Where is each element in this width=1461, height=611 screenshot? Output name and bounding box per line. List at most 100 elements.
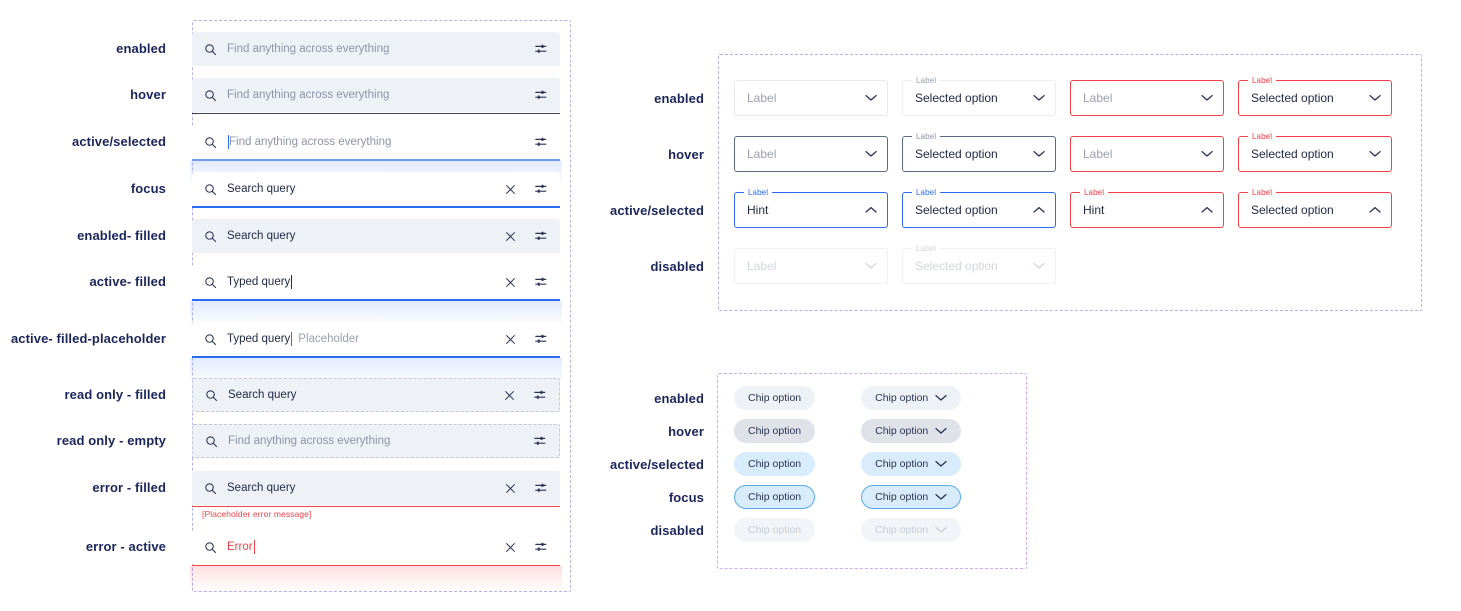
chip-cell-group: Chip option Chip option <box>720 419 962 443</box>
chip-option[interactable]: Chip option <box>734 419 816 443</box>
close-icon[interactable] <box>504 390 515 401</box>
close-icon[interactable] <box>505 184 516 195</box>
close-icon[interactable] <box>505 231 516 242</box>
chip-option-dropdown[interactable]: Chip option <box>861 485 962 509</box>
chip-option[interactable]: Chip option <box>734 452 816 476</box>
search-input[interactable]: Find anything across everything <box>192 78 560 112</box>
chip-option: Chip option <box>734 518 816 542</box>
chevron-up-icon[interactable] <box>865 206 877 214</box>
chevron-up-icon[interactable] <box>1201 206 1213 214</box>
tune-icon[interactable] <box>534 332 548 346</box>
chevron-down-icon[interactable] <box>1033 262 1045 270</box>
search-text: Find anything across everything <box>227 135 516 149</box>
error-message: [Placeholder error message] <box>202 509 312 519</box>
dropdown-label-notch: Label <box>912 187 941 198</box>
search-value-text: Error <box>227 541 253 553</box>
search-input[interactable]: Find anything across everything <box>192 32 560 66</box>
chevron-down-icon[interactable] <box>1201 150 1213 158</box>
chevron-down-icon[interactable] <box>1033 150 1045 158</box>
chip-option[interactable]: Chip option <box>734 485 816 509</box>
chip-option[interactable]: Chip option <box>734 386 816 410</box>
search-icon <box>205 389 218 402</box>
chip-option-dropdown[interactable]: Chip option <box>861 386 962 410</box>
tune-icon[interactable] <box>533 434 547 448</box>
dropdown-select[interactable]: Label <box>1070 80 1224 116</box>
chevron-down-icon[interactable] <box>865 94 877 102</box>
close-icon[interactable] <box>505 334 516 345</box>
search-input[interactable]: Search query <box>192 471 560 505</box>
chevron-down-icon[interactable] <box>935 526 947 534</box>
chip-row-label: hover <box>668 423 704 439</box>
search-value-text: Typed query <box>227 276 291 288</box>
dropdown-select[interactable]: Label <box>734 136 888 172</box>
chip-option-dropdown[interactable]: Chip option <box>861 419 962 443</box>
search-value-text: Find anything across everything <box>228 435 391 447</box>
chevron-down-icon[interactable] <box>935 427 947 435</box>
tune-icon[interactable] <box>534 481 548 495</box>
tune-icon[interactable] <box>534 229 548 243</box>
search-value-text: Find anything across everything <box>227 89 390 101</box>
tune-icon[interactable] <box>534 88 548 102</box>
close-icon[interactable] <box>505 277 516 288</box>
close-icon[interactable] <box>505 542 516 553</box>
search-input: Search query <box>192 378 560 412</box>
chip-option-dropdown[interactable]: Chip option <box>861 452 962 476</box>
chip-label: Chip option <box>875 392 929 404</box>
chevron-down-icon[interactable] <box>1369 150 1381 158</box>
chevron-down-icon[interactable] <box>1369 94 1381 102</box>
search-value-text: Find anything across everything <box>227 43 390 55</box>
chip-row-label: disabled <box>650 522 704 538</box>
search-icon <box>204 333 217 346</box>
dropdown-value: Hint <box>747 203 769 217</box>
chevron-down-icon[interactable] <box>935 394 947 402</box>
tune-icon[interactable] <box>534 182 548 196</box>
dropdown-label-notch: Label <box>1248 131 1277 142</box>
search-input[interactable]: Typed query <box>192 265 560 299</box>
chevron-down-icon[interactable] <box>1201 94 1213 102</box>
chip-cell-group: Chip option Chip option <box>720 386 962 410</box>
chevron-down-icon[interactable] <box>935 460 947 468</box>
chevron-up-icon[interactable] <box>1033 206 1045 214</box>
dropdown-value: Selected option <box>915 259 998 273</box>
search-row-label: read only - filled <box>64 387 166 402</box>
tune-icon[interactable] <box>534 540 548 554</box>
tune-icon[interactable] <box>534 275 548 289</box>
search-input[interactable]: Find anything across everything <box>192 125 560 159</box>
chip-row-label: active/selected <box>609 456 704 472</box>
dropdown-row-label: active/selected <box>609 202 704 218</box>
tune-icon[interactable] <box>533 388 547 402</box>
chevron-up-icon[interactable] <box>1369 206 1381 214</box>
chevron-down-icon[interactable] <box>1033 94 1045 102</box>
dropdown-value: Label <box>1083 147 1113 161</box>
dropdown-select[interactable]: Label <box>734 80 888 116</box>
search-text: Typed query <box>227 275 495 289</box>
tune-icon[interactable] <box>534 135 548 149</box>
dropdown-select: Label <box>734 248 888 284</box>
chevron-down-icon[interactable] <box>865 262 877 270</box>
dropdown-select[interactable]: Label <box>1070 136 1224 172</box>
tune-icon[interactable] <box>534 42 548 56</box>
search-input[interactable]: Search query <box>192 172 560 206</box>
close-icon[interactable] <box>505 483 516 494</box>
search-field-wrapper: Search query [Placeholder error message] <box>192 471 560 519</box>
dropdown-spec-container <box>718 54 1422 311</box>
search-input[interactable]: Search query <box>192 219 560 253</box>
chevron-down-icon[interactable] <box>865 150 877 158</box>
chevron-down-icon[interactable] <box>935 493 947 501</box>
dropdown-label-notch: Label <box>912 131 941 142</box>
search-input[interactable]: Error <box>192 530 560 564</box>
